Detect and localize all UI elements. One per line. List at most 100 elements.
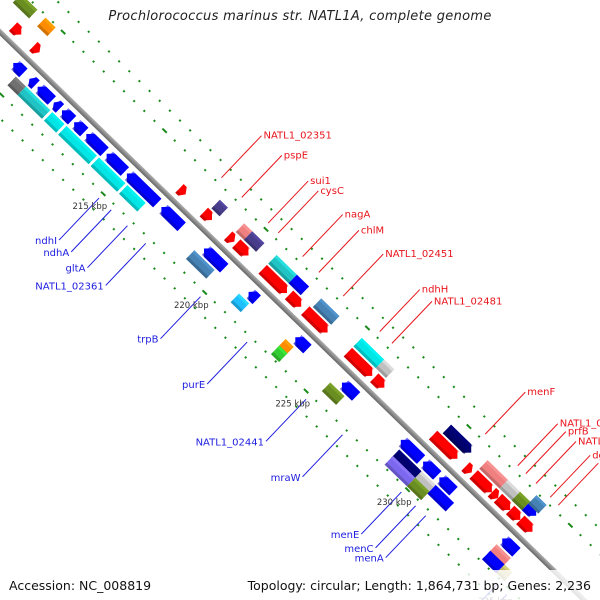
reverse-gene-label[interactable]: menA (355, 515, 427, 565)
gene-blue-rev-18[interactable] (498, 534, 521, 557)
gene-blue-rev-3[interactable] (33, 82, 56, 105)
gene-purE[interactable] (230, 293, 250, 313)
forward-gene-label[interactable]: dgkA (549, 450, 600, 498)
reverse-gene-label[interactable]: NATL1_02361 (35, 243, 147, 292)
gene-NATL1_02351[interactable] (175, 184, 189, 199)
reverse-gene-label[interactable]: menE (331, 491, 402, 541)
gene-blue-rev-7[interactable] (82, 130, 109, 157)
gene-menA[interactable] (427, 485, 455, 512)
gene-cysC[interactable] (243, 231, 265, 252)
forward-gene-label[interactable]: NATL1_02571 (535, 436, 600, 484)
gene-red-gene-9[interactable] (370, 373, 389, 392)
gene-green-rev[interactable] (270, 345, 288, 363)
reverse-gene-label[interactable]: ndhA (43, 209, 112, 259)
gene-menF[interactable] (442, 424, 476, 457)
forward-gene-label[interactable]: menF (484, 387, 555, 435)
gene-trpB[interactable] (185, 250, 215, 279)
gene-menE[interactable] (384, 455, 416, 487)
reverse-gene-label[interactable]: menC (344, 505, 416, 555)
gene-gshB-blue[interactable] (481, 550, 505, 574)
gene-red-gene-7[interactable] (301, 306, 332, 336)
gene-red-gene-16[interactable] (516, 515, 537, 536)
scale-tick (158, 99, 162, 103)
gene-menC-olive[interactable] (406, 477, 430, 501)
gene-blue-rev-13[interactable] (291, 333, 312, 354)
forward-gene-label[interactable]: cysC (277, 186, 344, 234)
gene-pabA[interactable] (528, 495, 547, 514)
gene-cyan-rev-2[interactable] (119, 185, 146, 212)
gene-ndhA[interactable] (43, 112, 65, 133)
gene-chlM[interactable] (288, 274, 310, 296)
reverse-gene-label[interactable]: NATL1_02441 (196, 398, 307, 448)
gene-blue-rev-15[interactable] (397, 436, 426, 464)
gene-NATL1_02571[interactable] (511, 491, 531, 511)
reverse-gene-label[interactable]: trpB (137, 296, 201, 346)
gene-red-gene-8[interactable] (343, 347, 377, 380)
gene-red-gene-14[interactable] (493, 493, 515, 514)
forward-gene-label[interactable]: NATL1_02351 (221, 131, 332, 179)
gene-pspE[interactable] (211, 199, 228, 217)
gene-blue-rev-10[interactable] (157, 203, 186, 232)
gene-nagA[interactable] (268, 254, 297, 284)
gene-blue-rev-8[interactable] (102, 149, 130, 176)
gene-blue-rev-5[interactable] (58, 106, 77, 125)
gene-ndhI[interactable] (17, 86, 51, 119)
gene-red-gene-6[interactable] (284, 290, 306, 311)
gene-gltA[interactable] (58, 125, 97, 165)
forward-gene-label[interactable]: nagA (302, 210, 371, 257)
gene-red-small-4[interactable] (232, 239, 253, 259)
scale-tick (153, 119, 156, 123)
forward-gene-label[interactable]: NATL1_02551 (517, 419, 600, 467)
gene-red-gene-top[interactable] (8, 22, 25, 38)
gene-blue-rev-17[interactable] (435, 473, 458, 496)
reverse-gene-label[interactable]: mraW (271, 434, 343, 484)
gene-red-gene-10[interactable] (428, 430, 462, 463)
gene-blue-rev-11[interactable] (200, 244, 229, 273)
gene-NATL1_02441[interactable] (321, 382, 345, 405)
gene-dark-gray-rev[interactable] (7, 76, 26, 96)
gene-NATL1_02361[interactable] (90, 157, 126, 192)
gene-blue-rev-16[interactable] (419, 457, 442, 480)
gene-prfB[interactable] (499, 479, 521, 501)
gene-olive-gene-top[interactable] (12, 0, 38, 19)
forward-gene-label[interactable]: NATL1_02481 (391, 296, 502, 344)
gene-red-small-1[interactable] (29, 42, 43, 57)
scale-tick (142, 257, 146, 261)
gene-red-gene-5[interactable] (258, 265, 291, 297)
scale-tick (138, 79, 141, 83)
gene-red-gene-15[interactable] (506, 505, 525, 524)
reverse-gene-label[interactable]: ndhI (35, 197, 100, 247)
gene-blue-rev-1[interactable] (9, 59, 28, 78)
gene-NATL1_02551[interactable] (479, 460, 508, 489)
scale-tick (148, 89, 151, 93)
forward-gene-label[interactable]: chlM (318, 225, 384, 273)
gene-red-gene-12[interactable] (469, 470, 496, 496)
gene-sui1[interactable] (235, 223, 253, 240)
gene-blue-rev-9[interactable] (123, 169, 162, 208)
gene-blue-rev-2[interactable] (25, 75, 40, 90)
forward-gene-label[interactable]: prfB (525, 427, 589, 474)
gene-blue-rev-4[interactable] (50, 98, 65, 113)
gene-NATL1_02481[interactable] (375, 359, 395, 378)
forward-gene-label[interactable]: pspE (241, 150, 308, 198)
gene-ndhH[interactable] (353, 337, 385, 369)
forward-gene-label[interactable]: pabA (557, 458, 600, 506)
scale-tick (381, 316, 385, 320)
reverse-gene-label[interactable]: purE (182, 341, 248, 391)
gene-red-small-2[interactable] (199, 207, 216, 224)
scale-tick (564, 494, 567, 497)
scale-tick (503, 434, 507, 438)
gene-red-small-11[interactable] (461, 462, 475, 477)
gene-red-small-3[interactable] (223, 231, 238, 246)
forward-gene-label[interactable]: ndhH (379, 285, 449, 332)
gene-blue-rev-6[interactable] (70, 118, 89, 137)
gene-red-small-13[interactable] (487, 487, 502, 503)
forward-gene-label[interactable]: sui1 (267, 176, 331, 224)
scale-tick (320, 257, 324, 261)
gene-orange-gene[interactable] (37, 17, 56, 37)
gene-NATL1_02451[interactable] (312, 298, 340, 325)
forward-gene-label[interactable]: NATL1_02451 (342, 249, 454, 297)
gene-blue-rev-14[interactable] (338, 378, 361, 401)
gene-blue-rev-12[interactable] (244, 288, 261, 305)
reverse-gene-label[interactable]: gltA (66, 225, 128, 275)
